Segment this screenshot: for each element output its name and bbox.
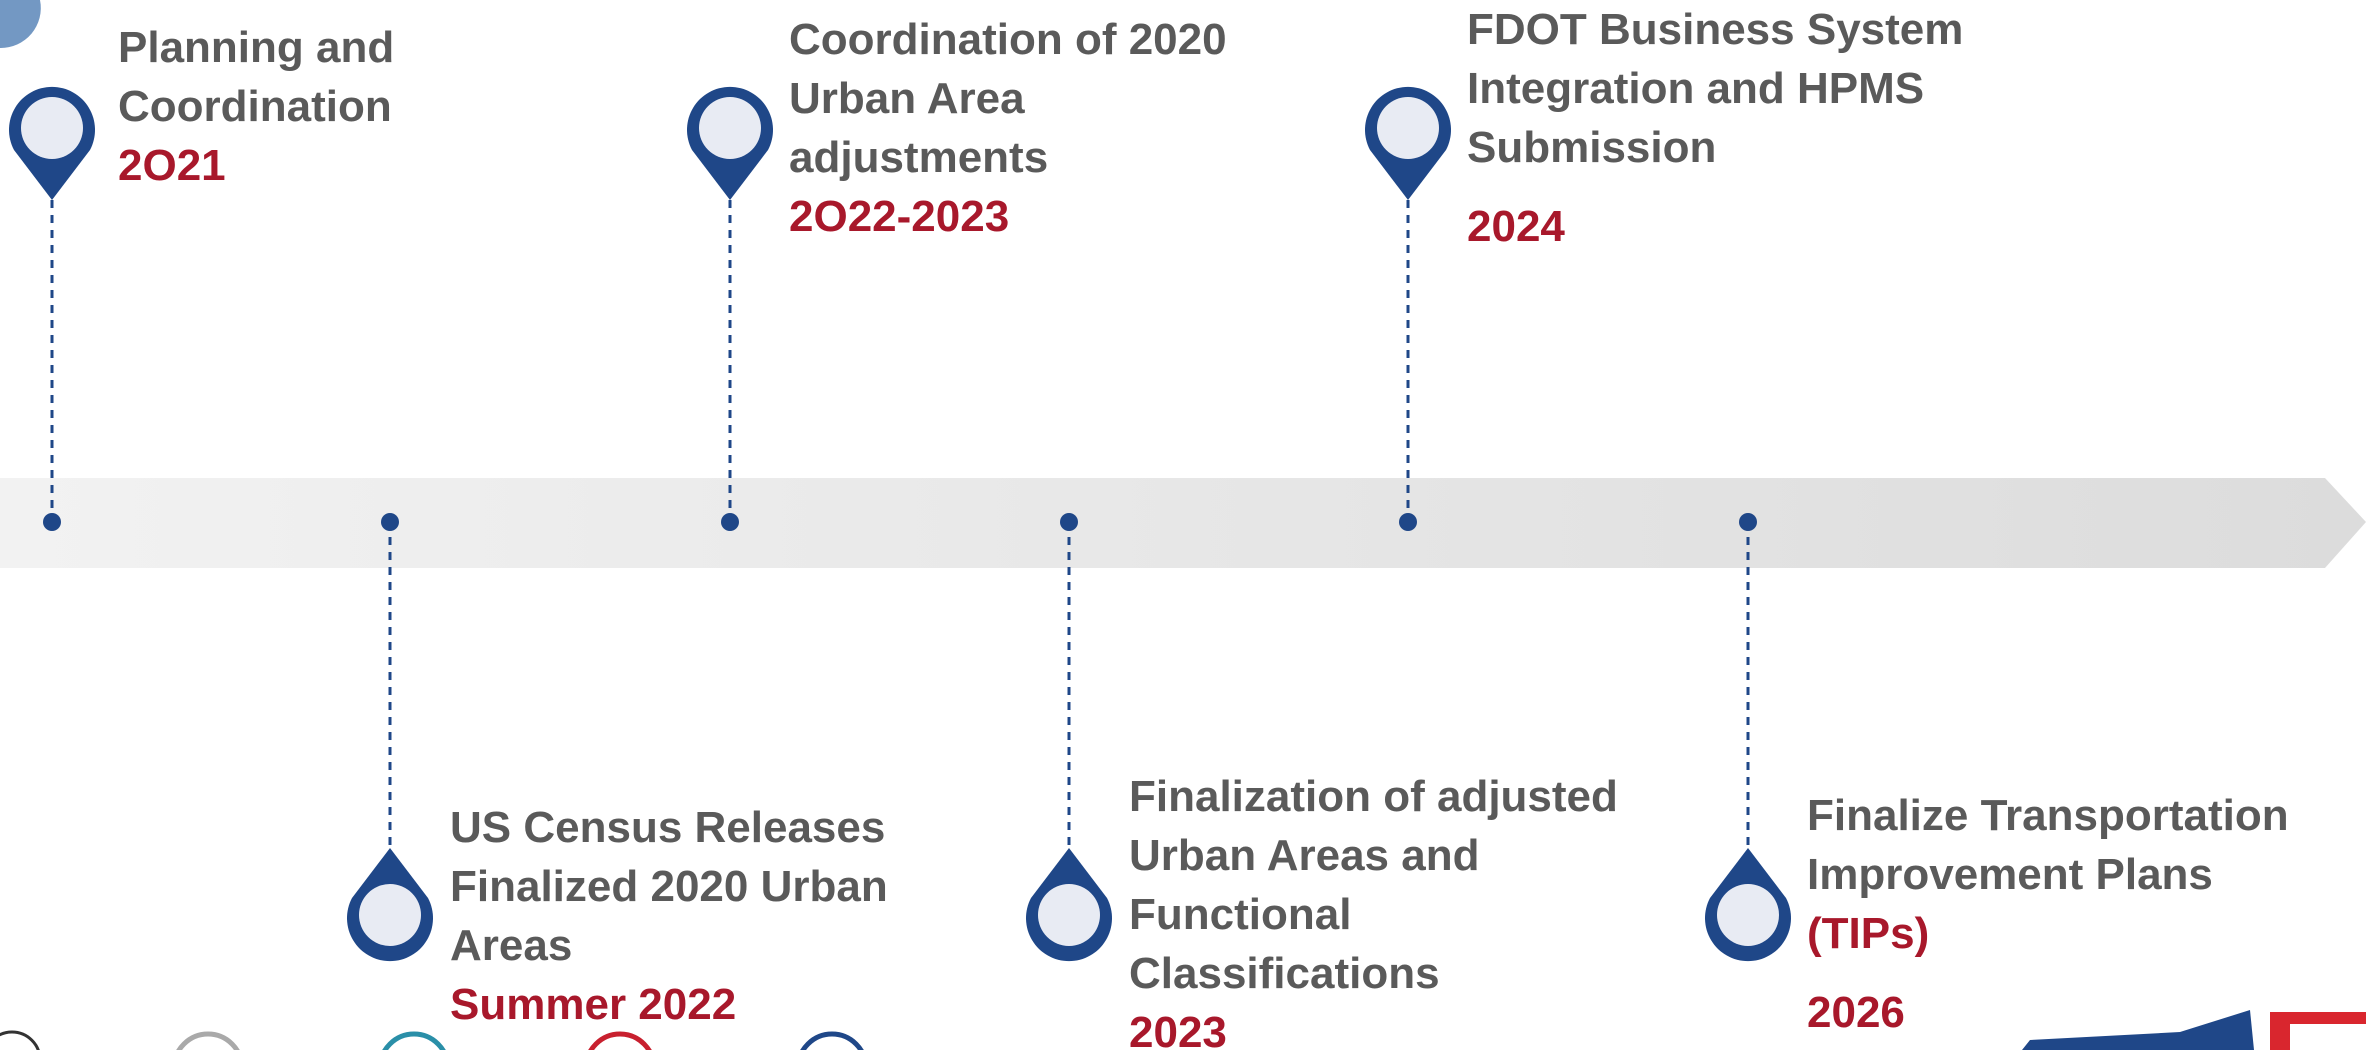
milestone-date: Summer 2022 bbox=[450, 980, 737, 1029]
milestone-title-line: Coordination of 2020 bbox=[789, 15, 1227, 64]
milestone-title-line: adjustments bbox=[789, 133, 1049, 182]
milestone-title-line: FDOT Business System bbox=[1467, 5, 1964, 54]
footer-circle-icon bbox=[588, 1031, 652, 1050]
footer-circle-icon bbox=[176, 1031, 240, 1050]
milestone-title-line: Integration and HPMS bbox=[1467, 64, 1925, 113]
timeline-dot-5 bbox=[1399, 513, 1417, 531]
milestone-title-line: Coordination bbox=[118, 82, 392, 131]
footer-icons bbox=[0, 1030, 864, 1050]
milestone-title-accent: (TIPs) bbox=[1807, 909, 1930, 958]
milestone-3: Coordination of 2020 Urban Area adjustme… bbox=[789, 10, 1227, 246]
milestone-title-line: Classifications bbox=[1129, 949, 1440, 998]
milestone-1: Planning and Coordination 2O21 bbox=[118, 18, 394, 195]
milestone-2: US Census Releases Finalized 2020 Urban … bbox=[450, 798, 888, 1034]
fdot-logo bbox=[2022, 1010, 2366, 1050]
timeline-dot-2 bbox=[381, 513, 399, 531]
milestone-title-line: Urban Areas and bbox=[1129, 831, 1480, 880]
milestone-title-line: Finalization of adjusted bbox=[1129, 772, 1618, 821]
footer-circle-icon bbox=[800, 1031, 864, 1050]
milestone-title-line: Functional bbox=[1129, 890, 1352, 939]
milestone-title-line: Urban Area bbox=[789, 74, 1025, 123]
milestone-date: 2026 bbox=[1807, 988, 1905, 1037]
milestone-title-line: Submission bbox=[1467, 123, 1717, 172]
footer-circle-icon bbox=[0, 1030, 40, 1050]
milestone-date: 2O22-2023 bbox=[789, 192, 1010, 241]
timeline-dot-1 bbox=[43, 513, 61, 531]
timeline-dot-6 bbox=[1739, 513, 1757, 531]
milestone-5: FDOT Business System Integration and HPM… bbox=[1467, 0, 1963, 256]
milestone-title-line: US Census Releases bbox=[450, 803, 886, 852]
timeline-dot-3 bbox=[721, 513, 739, 531]
milestone-title-line: Finalized 2020 Urban bbox=[450, 862, 888, 911]
location-pin-icon bbox=[1365, 86, 1451, 200]
footer-circle-icon bbox=[382, 1031, 446, 1050]
location-pin-icon bbox=[1026, 848, 1112, 962]
milestone-6: Finalize Transportation Improvement Plan… bbox=[1807, 786, 2289, 1042]
milestone-4: Finalization of adjusted Urban Areas and… bbox=[1129, 767, 1618, 1062]
milestone-date: 2O21 bbox=[118, 141, 226, 190]
timeline-dot-4 bbox=[1060, 513, 1078, 531]
milestone-title-line: Planning and bbox=[118, 23, 395, 72]
milestone-title-line: Finalize Transportation bbox=[1807, 791, 2289, 840]
location-pin-icon bbox=[347, 848, 433, 962]
milestone-date: 2024 bbox=[1467, 202, 1565, 251]
timeline-arrow bbox=[0, 478, 2366, 568]
location-pin-icon bbox=[687, 86, 773, 200]
location-pin-icon bbox=[1705, 848, 1791, 962]
milestone-date: 2023 bbox=[1129, 1008, 1227, 1057]
milestone-title-line: Improvement Plans bbox=[1807, 850, 2213, 899]
location-pin-icon bbox=[8, 86, 95, 200]
milestone-title-line: Areas bbox=[450, 921, 573, 970]
corner-photo-fragment bbox=[0, 0, 41, 49]
